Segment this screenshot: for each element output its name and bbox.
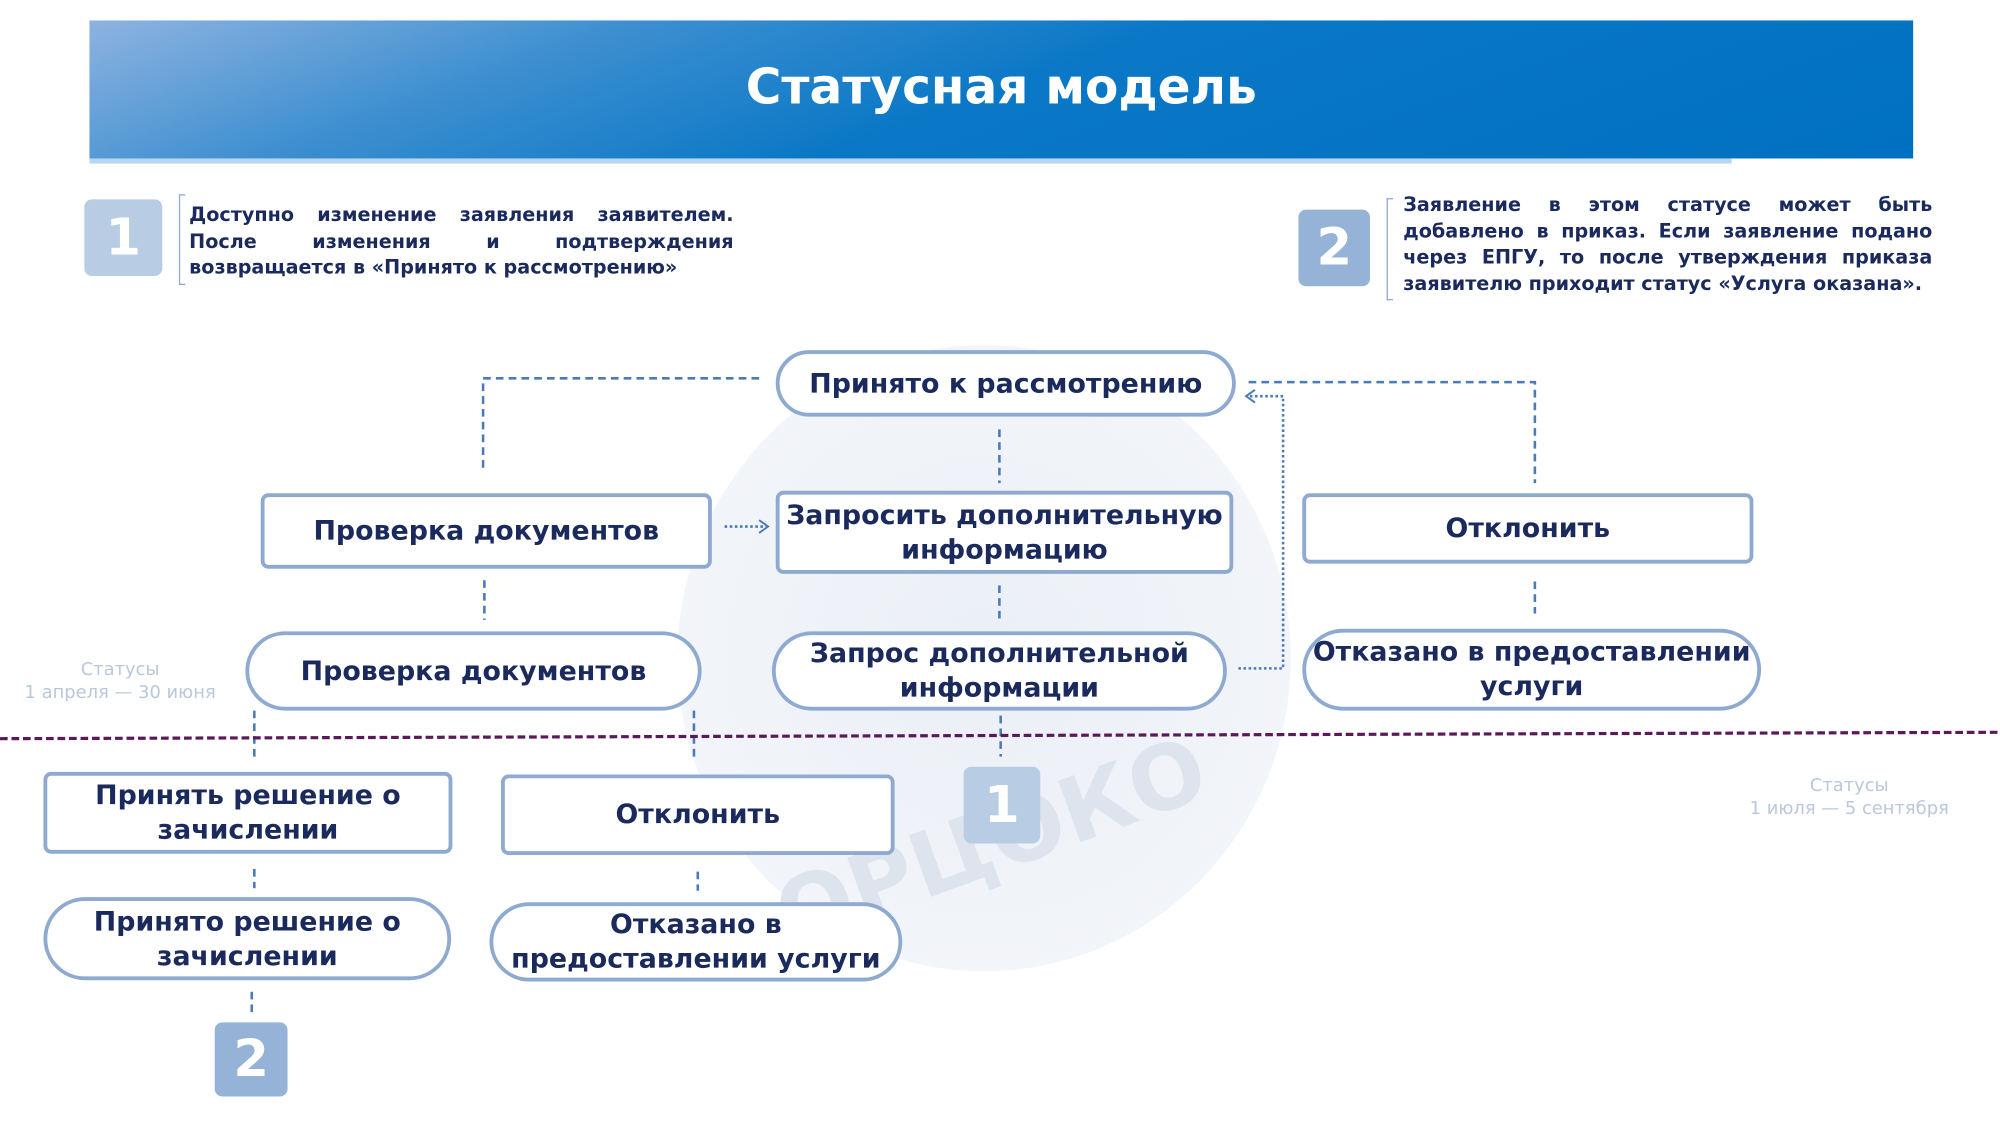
action-reject-bottom: Отклонить (500, 774, 895, 855)
note-line: добавлено в приказ. Если заявление подан… (1403, 219, 1933, 243)
note-bracket (178, 194, 186, 285)
action-reject-top: Отклонить (1302, 493, 1754, 564)
page-title: Статусная модель (745, 58, 1257, 116)
note-line: После изменения и подтверждения (189, 229, 734, 253)
arrowhead-icon (758, 519, 770, 534)
marker-2: 2 (214, 1022, 288, 1097)
note-badge-2: 2 (1298, 209, 1371, 287)
period-label-first: Статусы 1 апреля — 30 июня (18, 658, 222, 704)
period-title: Статусы (1809, 775, 1889, 797)
note-line: через ЕПГУ, то после утверждения приказа (1403, 245, 1933, 269)
action-enroll: Принять решение о зачислении (43, 771, 453, 854)
connector (481, 377, 762, 468)
note-line: Заявление в этом статусе может быть (1403, 192, 1933, 216)
note-1-text: Доступно изменение заявления заявителем.… (189, 202, 733, 281)
action-check-documents: Проверка документов (260, 493, 712, 569)
note-bracket (1386, 198, 1394, 301)
status-request-info: Запрос дополнительной информации (771, 631, 1227, 711)
status-check-documents: Проверка документов (245, 631, 702, 711)
header-underline (89, 158, 1732, 164)
status-enrolled: Принято решение о зачислении (43, 897, 452, 981)
dotted-arrow (1238, 394, 1285, 670)
marker-1: 1 (963, 766, 1041, 844)
note-line: возвращается в «Принято к рассмотрению» (189, 255, 678, 279)
status-accepted: Принято к рассмотрению (775, 350, 1236, 417)
note-line: Доступно изменение заявления заявителем. (189, 203, 734, 227)
period-label-second: Статусы 1 июля — 5 сентября (1741, 774, 1958, 820)
note-line: заявителю приходит статус «Услуга оказан… (1403, 271, 1923, 295)
period-title: Статусы (80, 659, 160, 680)
connector (1248, 380, 1537, 484)
period-range: 1 июля — 5 сентября (1749, 798, 1949, 820)
header-banner (89, 20, 1914, 159)
period-range: 1 апреля — 30 июня (24, 682, 216, 703)
arrowhead-icon (1244, 389, 1256, 404)
status-denied-bottom: Отказано в предоставлении услуги (489, 902, 903, 982)
note-badge-1: 1 (84, 199, 163, 277)
note-2-text: Заявление в этом статусе может быть доба… (1403, 192, 1932, 297)
action-request-info: Запросить дополнительную информацию (775, 490, 1234, 574)
status-denied-top: Отказано в предоставлении услуги (1302, 628, 1762, 711)
